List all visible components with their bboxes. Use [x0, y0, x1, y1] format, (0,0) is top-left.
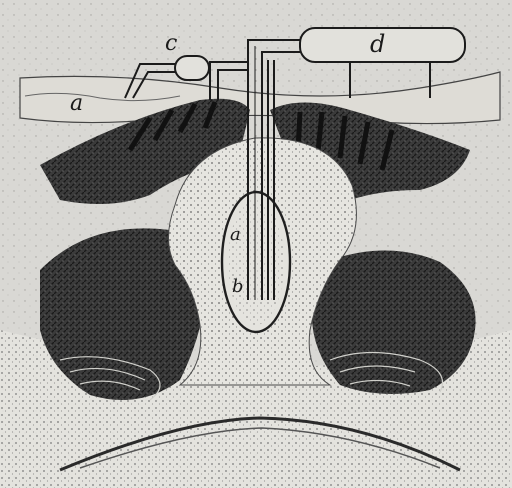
label-b: b — [232, 276, 244, 297]
chamber-c — [175, 56, 209, 80]
label-a-inner: a — [230, 224, 241, 245]
right-dark-tissue-mass — [312, 250, 476, 394]
inner-oval-stipple — [228, 199, 284, 325]
label-d: d — [370, 30, 385, 58]
label-a: a — [70, 91, 83, 116]
label-c: c — [165, 31, 177, 56]
